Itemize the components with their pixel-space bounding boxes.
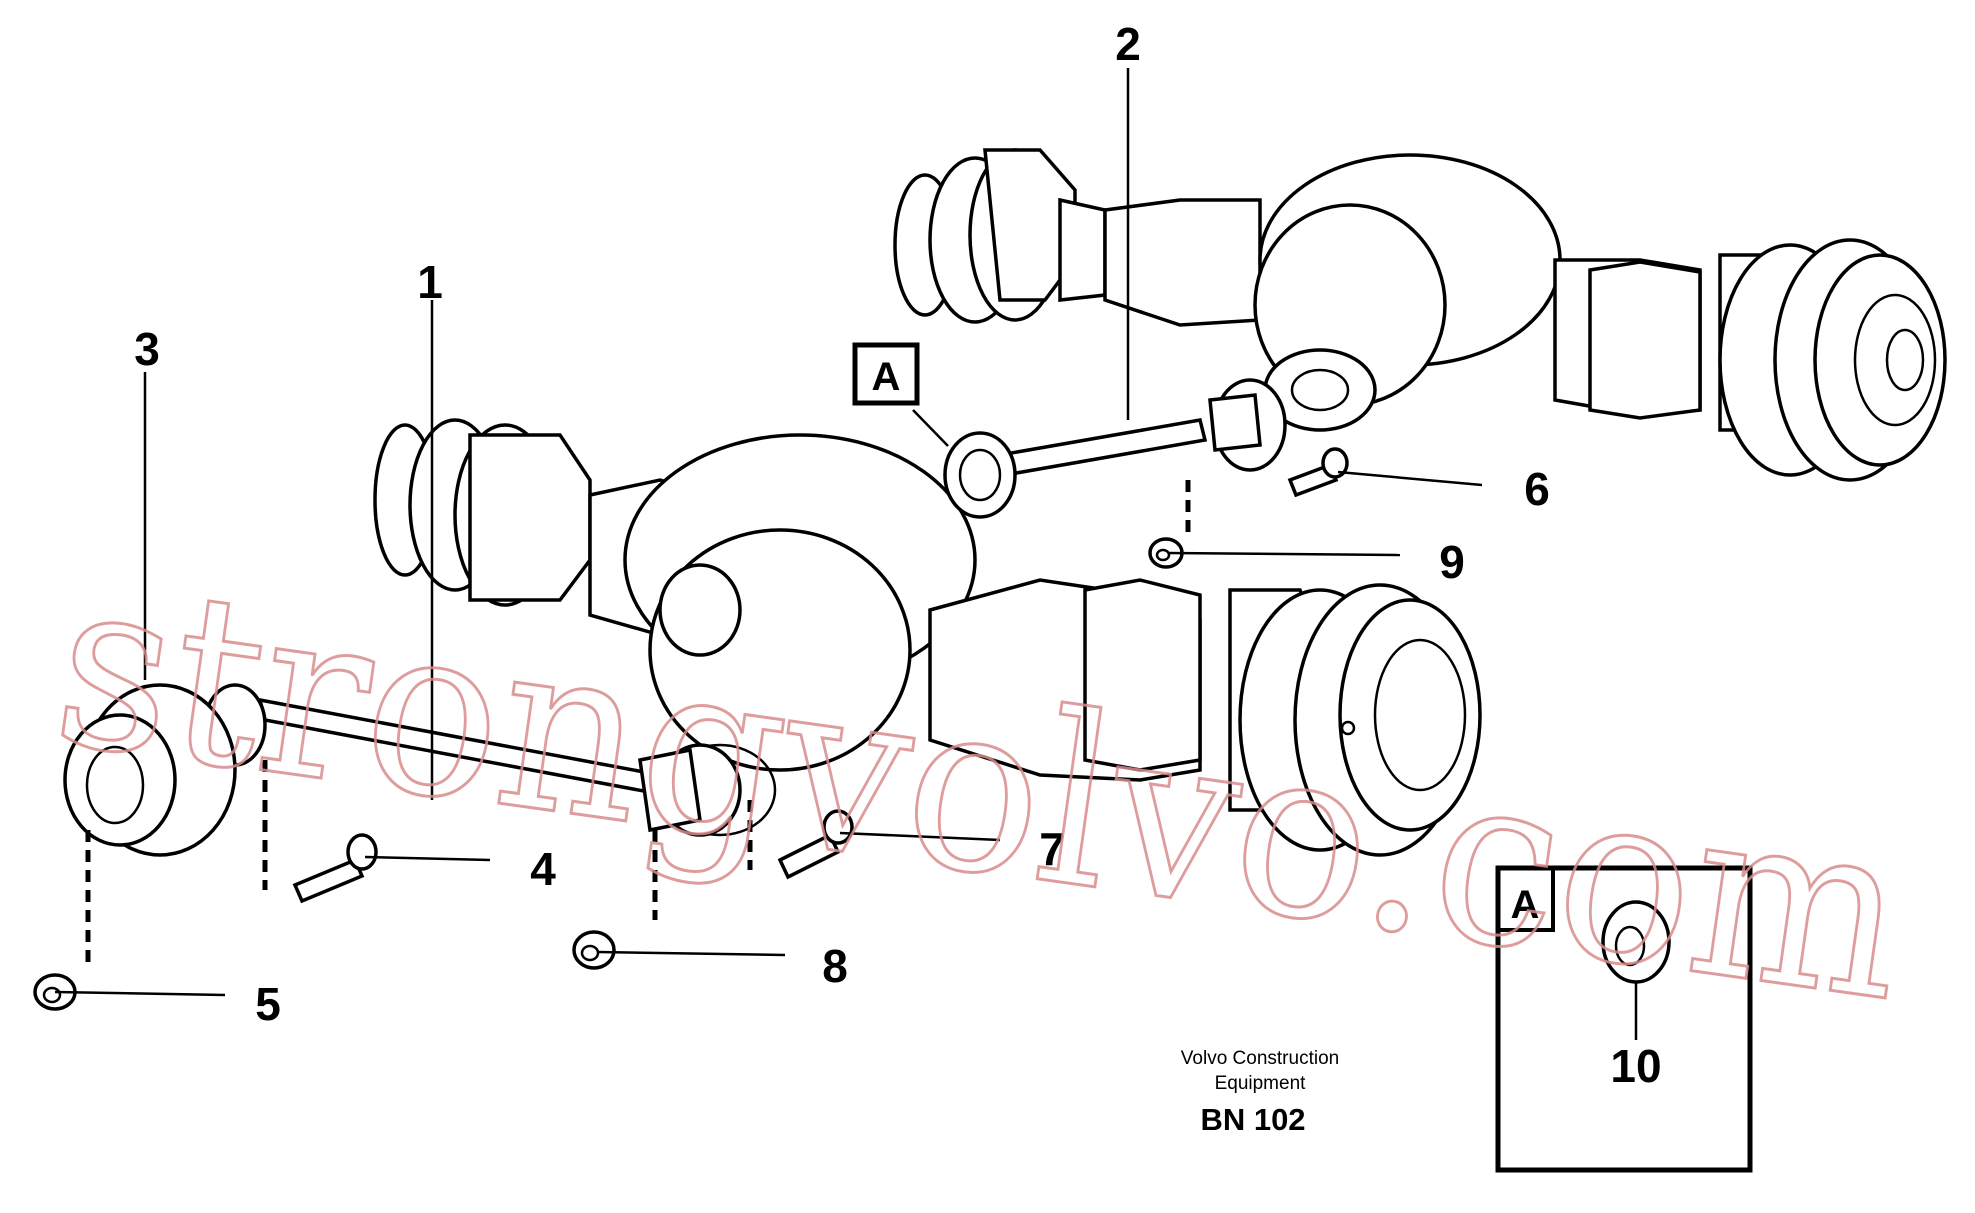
detail-marker-a: A xyxy=(852,342,920,406)
detail-marker-label: A xyxy=(872,355,901,399)
callout-9: 9 xyxy=(1439,536,1465,588)
detail-box-label: A xyxy=(1511,883,1540,927)
nut-9 xyxy=(1148,537,1184,569)
bolt-4 xyxy=(292,833,378,904)
nut-8 xyxy=(572,930,616,970)
companion-flange xyxy=(63,683,237,857)
rear-axle xyxy=(893,148,1947,482)
front-axle xyxy=(373,418,1482,857)
callout-7: 7 xyxy=(1039,823,1065,875)
callout-10: 10 xyxy=(1610,1040,1661,1092)
callout-2: 2 xyxy=(1115,18,1141,70)
callout-3: 3 xyxy=(134,323,160,375)
detail-box-a: A xyxy=(1495,865,1753,1173)
washer-10 xyxy=(1601,900,1671,984)
callout-4: 4 xyxy=(530,843,556,895)
leader-lines xyxy=(54,68,1638,1040)
bolt-7 xyxy=(777,809,854,880)
propeller-shaft-front xyxy=(203,683,742,837)
callout-1: 1 xyxy=(417,256,443,308)
callout-6: 6 xyxy=(1524,463,1550,515)
bolt-6 xyxy=(1287,447,1349,498)
callout-8: 8 xyxy=(822,940,848,992)
caption-company-line2: Equipment xyxy=(1215,1073,1307,1094)
callout-5: 5 xyxy=(255,978,281,1030)
caption-company: Volvo Construction xyxy=(1181,1048,1339,1069)
propeller-shaft-rear xyxy=(943,378,1287,519)
drawing-code: BN 102 xyxy=(1200,1102,1305,1137)
